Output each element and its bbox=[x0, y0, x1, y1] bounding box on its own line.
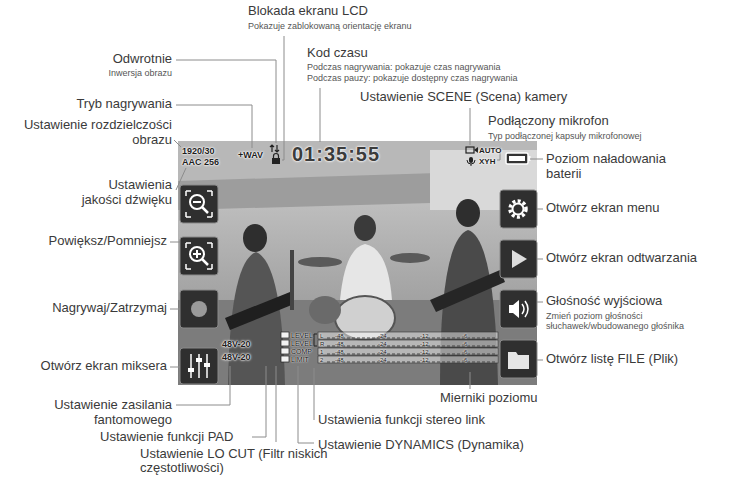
callout-label: Odwrotnie bbox=[113, 52, 172, 67]
level-meters bbox=[318, 332, 498, 363]
zoom-in-button bbox=[180, 237, 218, 275]
file-list-button bbox=[500, 340, 537, 378]
meter-scale: -24 bbox=[378, 357, 387, 363]
volume-button bbox=[500, 290, 537, 328]
callout-label: Głośność wyjściowa bbox=[546, 294, 662, 309]
meter-scale: -12 bbox=[420, 341, 429, 347]
meter-scale: -48 bbox=[335, 349, 344, 355]
screen-readout: 1920/30 bbox=[182, 146, 215, 156]
mixer-button bbox=[180, 348, 218, 384]
callout-note: Typ podłączonej kapsuły mikrofonowej bbox=[488, 131, 642, 141]
timecode-readout: 01:35:55 bbox=[292, 143, 380, 166]
callout-label: Ustawienie DYNAMICS (Dynamika) bbox=[318, 438, 524, 453]
callout-note: Inwersja obrazu bbox=[108, 68, 172, 78]
inversion-icon bbox=[270, 145, 279, 152]
meter-scale: -12 bbox=[420, 349, 429, 355]
battery-icon bbox=[506, 153, 531, 164]
callout-label: Podłączony mikrofon bbox=[488, 114, 609, 129]
photo-scene bbox=[178, 141, 537, 385]
screen-photo bbox=[178, 141, 537, 385]
screen-readout: XYH bbox=[479, 157, 495, 166]
callout-label: Mierniki poziomu bbox=[440, 391, 538, 406]
meter-setting: LEVEL bbox=[291, 332, 313, 339]
meter-scale: -12 bbox=[420, 333, 429, 339]
callout-label: Ustawienie zasilania fantomowego bbox=[40, 398, 172, 428]
callout-label: Ustawienie LO CUT (Filtr niskich częstot… bbox=[140, 447, 340, 475]
callout-label: Ustawienia funkcji stereo link bbox=[318, 413, 485, 428]
callout-label: Otwórz ekran menu bbox=[546, 201, 659, 216]
meter-scale: -6 bbox=[462, 357, 467, 363]
callout-label: Ustawienia jakości dźwięku bbox=[72, 178, 172, 208]
meter-channel: R bbox=[320, 341, 324, 347]
callout-label: Powiększ/Pomniejsz bbox=[49, 234, 168, 249]
setting-icons bbox=[281, 332, 289, 362]
meter-channel: L bbox=[320, 333, 323, 339]
callout-label: Tryb nagrywania bbox=[76, 97, 172, 112]
callout-note: Pokazuje zablokowaną orientację ekranu bbox=[248, 21, 412, 31]
meter-scale: -6 bbox=[462, 349, 467, 355]
meter-scale: -48 bbox=[335, 357, 344, 363]
callout-label: Ustawienie rozdzielczości obrazu bbox=[22, 118, 172, 148]
meter-setting: LEVEL bbox=[291, 340, 313, 347]
meter-scale: -24 bbox=[378, 333, 387, 339]
zoom-out-button bbox=[180, 185, 218, 223]
meter-setting: LIMIT bbox=[291, 356, 309, 363]
menu-button bbox=[500, 190, 537, 228]
callout-label: Blokada ekranu LCD bbox=[248, 4, 368, 19]
callout-note: Zmień poziom głośności słuchawek/wbudowa… bbox=[546, 311, 706, 332]
mic-icon bbox=[467, 157, 475, 166]
screen-readout: AAC 256 bbox=[182, 157, 219, 167]
meter-scale: -24 bbox=[378, 341, 387, 347]
meter-scale: -24 bbox=[378, 349, 387, 355]
meter-channel: 1 bbox=[320, 349, 323, 355]
meter-scale: -6 bbox=[462, 333, 467, 339]
meter-channel: 2 bbox=[320, 357, 323, 363]
callout-label: Otwórz ekran odtwarzania bbox=[546, 251, 697, 266]
scene-icon bbox=[466, 147, 478, 153]
callout-note: Podczas pauzy: pokazuje dostępny czas na… bbox=[307, 73, 518, 83]
screen-readout: +WAV bbox=[238, 150, 263, 160]
stereo-link-bracket bbox=[314, 334, 317, 346]
callout-label: Nagrywaj/Zatrzymaj bbox=[52, 301, 167, 316]
callout-label: Kod czasu bbox=[307, 46, 368, 61]
meter-setting: COMP bbox=[291, 348, 312, 355]
screen-readout: 48V-20 bbox=[222, 352, 251, 362]
meter-scale: -12 bbox=[420, 357, 429, 363]
screen-readout: AUTO bbox=[479, 146, 502, 155]
callout-label: Otwórz ekran miksera bbox=[41, 359, 167, 374]
meter-scale: -6 bbox=[462, 341, 467, 347]
callout-label: Poziom naładowania baterii bbox=[546, 152, 666, 182]
playback-button bbox=[500, 240, 537, 278]
record-button bbox=[180, 290, 218, 328]
meter-scale: -48 bbox=[335, 341, 344, 347]
screen-readout: 48V-20 bbox=[222, 339, 251, 349]
callout-label: Ustawienie funkcji PAD bbox=[100, 430, 233, 445]
callout-label: Otwórz listę FILE (Plik) bbox=[546, 352, 678, 367]
callout-label: Ustawienie SCENE (Scena) kamery bbox=[360, 90, 567, 105]
meter-scale: -48 bbox=[335, 333, 344, 339]
lock-icon bbox=[272, 154, 280, 165]
callout-note: Podczas nagrywania: pokazuje czas nagryw… bbox=[307, 62, 501, 72]
